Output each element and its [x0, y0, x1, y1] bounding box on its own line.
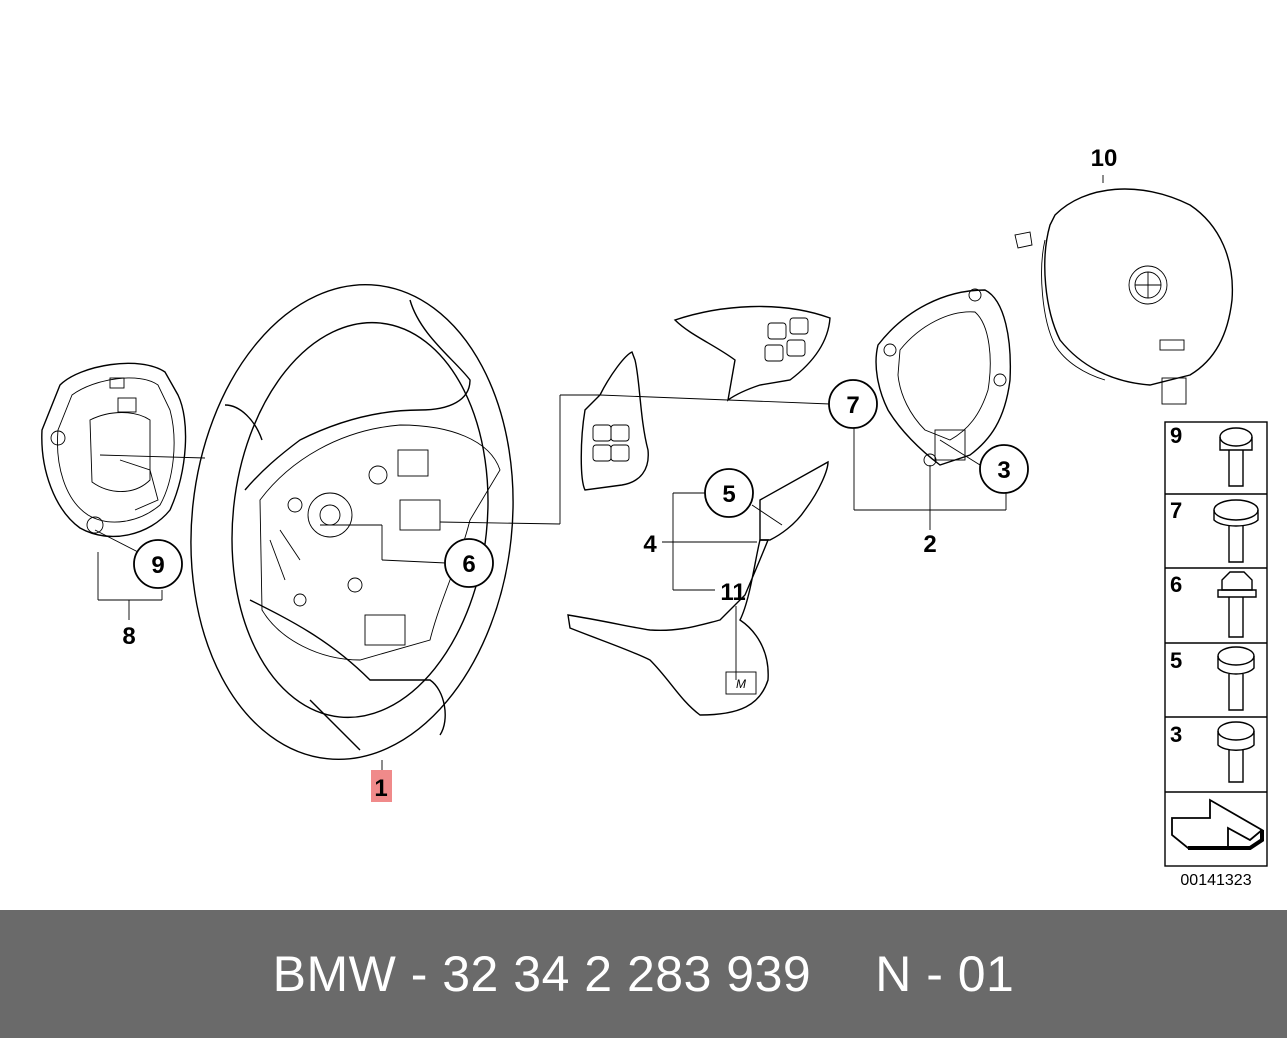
svg-text:6: 6: [462, 551, 475, 578]
svg-text:5: 5: [722, 481, 735, 508]
svg-text:7: 7: [846, 392, 859, 419]
legend-item-7: 7: [1170, 498, 1259, 563]
position-code: N - 01: [875, 946, 1015, 1002]
callout-2: 2: [923, 531, 936, 558]
legend-item-3: 3: [1170, 721, 1255, 783]
legend-item-9: 9: [1170, 423, 1253, 487]
callout-9-left: 9: [133, 539, 183, 589]
callout-8: 8: [122, 623, 135, 650]
svg-text:7: 7: [1170, 498, 1182, 523]
base-plate-drawing: [875, 288, 1012, 467]
legend-item-5: 5: [1170, 646, 1255, 711]
multifunction-switch-drawing: [580, 305, 831, 491]
footer-caption: BMW - 32 34 2 283 939 N - 01: [0, 910, 1287, 1038]
callout-3: 3: [979, 444, 1029, 494]
callout-11: 11: [720, 579, 745, 606]
callout-7: 7: [828, 379, 878, 429]
svg-text:3: 3: [1170, 722, 1182, 747]
part-number: BMW - 32 34 2 283 939: [272, 946, 812, 1002]
svg-text:3: 3: [997, 457, 1010, 484]
screw-legend: 9 7 6 5 3: [1164, 421, 1268, 867]
steering-wheel-drawing: [190, 284, 600, 760]
svg-text:5: 5: [1170, 648, 1182, 673]
parts-diagram: M: [41, 145, 1268, 889]
svg-text:1: 1: [374, 775, 387, 802]
svg-text:9: 9: [151, 552, 164, 579]
airbag-drawing: [1014, 175, 1234, 405]
callout-10: 10: [1091, 145, 1118, 172]
footer-bar: BMW - 32 34 2 283 939 N - 01: [0, 910, 1287, 1038]
leader-lines: [97, 426, 1007, 772]
callout-5: 5: [704, 468, 754, 518]
callout-1-highlighted: 1: [371, 770, 392, 802]
svg-text:M: M: [736, 677, 746, 691]
callout-6: 6: [444, 538, 494, 588]
trim-cover-drawing: M: [567, 460, 829, 716]
svg-text:9: 9: [1170, 423, 1182, 448]
diagram-id: 00141323: [1180, 872, 1251, 889]
clock-spring-drawing: [41, 362, 206, 554]
callout-4: 4: [643, 531, 657, 558]
svg-text:6: 6: [1170, 572, 1182, 597]
legend-item-6: 6: [1170, 571, 1257, 638]
direction-arrow-icon: [1171, 798, 1264, 850]
